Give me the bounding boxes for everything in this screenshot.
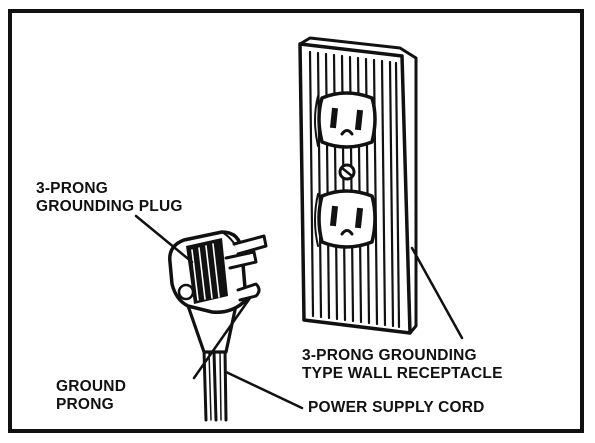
grounding-plug xyxy=(168,230,268,354)
diagram-frame xyxy=(8,9,584,433)
receptacle-label-line2: TYPE WALL RECEPTACLE xyxy=(302,365,503,382)
receptacle-label: 3-PRONG GROUNDING TYPE WALL RECEPTACLE xyxy=(302,347,503,383)
ground-prong-leader-line xyxy=(192,296,252,380)
ground-prong-label: GROUND PRONG xyxy=(56,378,126,414)
wall-plate xyxy=(298,36,418,335)
plug-label: 3-PRONG GROUNDING PLUG xyxy=(36,180,183,216)
plug-leader-line xyxy=(134,214,194,264)
power-cord-label: POWER SUPPLY CORD xyxy=(308,399,485,417)
ground-prong-label-line2: PRONG xyxy=(56,396,114,413)
duplex-receptacle xyxy=(314,91,377,249)
receptacle-leader-line xyxy=(410,246,464,340)
plug-label-line2: GROUNDING PLUG xyxy=(36,198,183,215)
cord-leader-line xyxy=(224,370,304,410)
power-cord-label-line1: POWER SUPPLY CORD xyxy=(308,399,485,416)
plug-label-line1: 3-PRONG xyxy=(36,180,109,197)
ground-prong-label-line1: GROUND xyxy=(56,378,127,395)
receptacle-label-line1: 3-PRONG GROUNDING xyxy=(302,347,477,364)
